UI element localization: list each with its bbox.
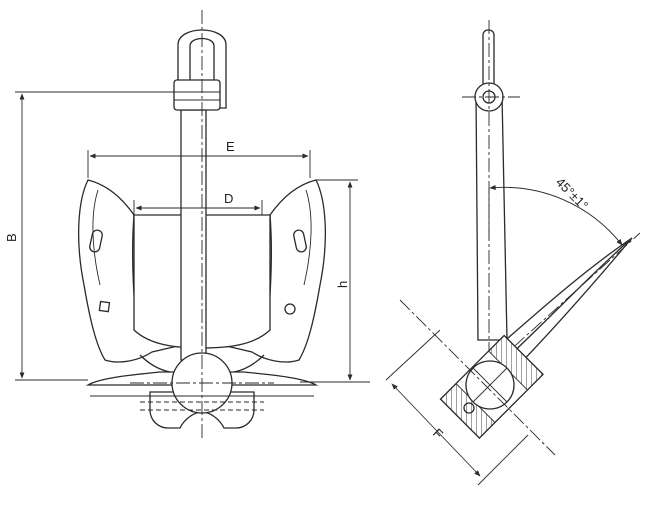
- front-view: B E D h: [4, 10, 370, 440]
- label-F: F: [430, 426, 446, 442]
- right-fluke-round-hole: [284, 303, 296, 315]
- right-fluke-slot: [293, 229, 307, 253]
- left-fluke-slot: [89, 229, 103, 253]
- side-shank: [475, 94, 508, 341]
- label-angle: 45°±1°: [553, 175, 591, 213]
- label-E: E: [226, 139, 235, 154]
- label-D: D: [224, 191, 233, 206]
- dimension-line-F: [391, 383, 481, 477]
- left-fluke-square-hole: [98, 300, 111, 313]
- tilted-fluke: [499, 237, 633, 346]
- side-shackle: [482, 29, 495, 91]
- label-B: B: [4, 233, 19, 242]
- shackle-pin-block: [173, 79, 221, 111]
- side-view: 45°±1° F: [385, 20, 641, 486]
- angle-arc: [489, 184, 623, 246]
- label-h: h: [335, 281, 350, 288]
